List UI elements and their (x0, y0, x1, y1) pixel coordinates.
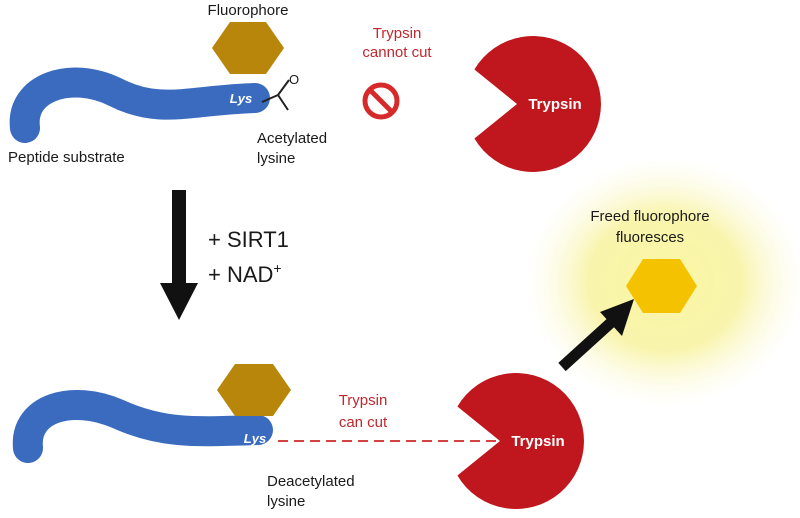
trypsin-can-cut-label-1: Trypsin (339, 392, 388, 409)
nad-label: + NAD+ (208, 260, 282, 287)
peptide-substrate-top (9, 67, 270, 143)
trypsin-label-top: Trypsin (528, 96, 581, 113)
trypsin-enzyme-bottom (457, 373, 584, 510)
freed-fluorophore-label-2: fluoresces (616, 229, 684, 246)
top-panel: Fluorophore Lys O Peptide substrate Acet… (8, 2, 601, 172)
freed-fluorophore-label-1: Freed fluorophore (590, 208, 709, 225)
freed-fluorophore-hexagon (626, 259, 697, 313)
peptide-substrate-bottom (12, 390, 273, 463)
lys-label-top: Lys (230, 91, 252, 106)
lys-label-bottom: Lys (244, 431, 266, 446)
no-entry-sign-icon (362, 82, 400, 120)
arrow-up-right-icon (558, 299, 634, 372)
trypsin-label-bottom: Trypsin (511, 433, 564, 450)
trypsin-enzyme-top (474, 36, 601, 172)
peptide-substrate-label: Peptide substrate (8, 149, 125, 166)
trypsin-cannot-cut-label-2: cannot cut (362, 44, 432, 61)
deacetylated-lysine-label-2: lysine (267, 493, 305, 510)
bottom-panel: Lys Trypsin can cut Deacetylated lysine … (12, 364, 584, 510)
acetyl-group-icon (261, 79, 290, 111)
freed-fluorophore-panel: Freed fluorophore fluoresces (525, 157, 800, 407)
trypsin-can-cut-label-2: can cut (339, 414, 388, 431)
fluorophore-hexagon-bottom (217, 364, 291, 416)
reaction-step: + SIRT1 + NAD+ (160, 190, 289, 320)
sirt1-label: + SIRT1 (208, 227, 289, 252)
arrow-down-icon (160, 190, 198, 320)
fluorophore-hexagon-top (212, 22, 284, 74)
acetylated-lysine-label-1: Acetylated (257, 130, 327, 147)
fluorophore-label: Fluorophore (208, 2, 289, 19)
trypsin-cannot-cut-label-1: Trypsin (373, 25, 422, 42)
acetyl-oxygen: O (289, 72, 299, 87)
deacetylated-lysine-label-1: Deacetylated (267, 473, 355, 490)
acetylated-lysine-label-2: lysine (257, 150, 295, 167)
